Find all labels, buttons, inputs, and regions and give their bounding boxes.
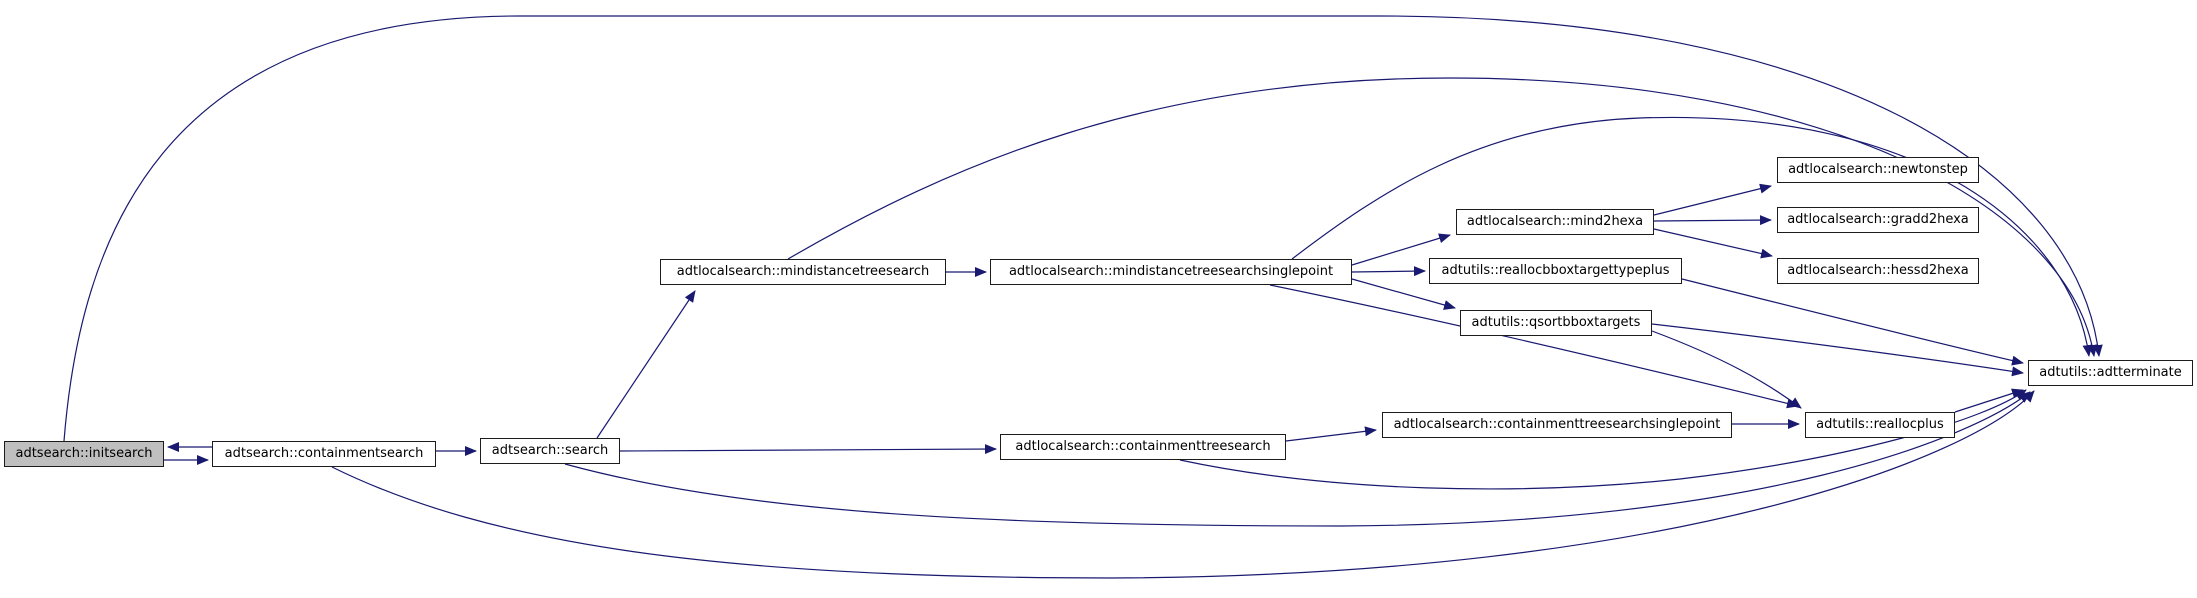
node-reallocplus[interactable]: adtutils::reallocplus [1805, 412, 1955, 438]
edge-reallocbboxtargettypeplus-to-adtterminate [1681, 278, 2024, 366]
node-containmentsearch[interactable]: adtsearch::containmentsearch [212, 441, 436, 467]
node-newtonstep[interactable]: adtlocalsearch::newtonstep [1777, 157, 1979, 183]
edge-search-to-mindistancetreesearch [596, 290, 696, 439]
edge-qsortbboxtargets-to-reallocplus [1651, 330, 1802, 409]
node-adtterminate[interactable]: adtutils::adtterminate [2028, 360, 2193, 386]
edge-containmenttreesearch-to-adtterminate [1179, 389, 2027, 490]
node-hessd2hexa[interactable]: adtlocalsearch::hessd2hexa [1777, 258, 1979, 284]
edge-containmenttreesearch-to-containmenttreesearchsinglepoint [1285, 426, 1377, 442]
node-search[interactable]: adtsearch::search [480, 438, 620, 464]
edge-mindistancetreesearch-to-adtterminate [787, 77, 2098, 357]
node-initsearch[interactable]: adtsearch::initsearch [4, 441, 164, 467]
edge-qsortbboxtargets-to-adtterminate [1651, 323, 2024, 377]
edge-mindistancetreesearchsinglepoint-to-reallocbboxtargettypeplus [1351, 266, 1426, 277]
node-containmenttreesearch[interactable]: adtlocalsearch::containmenttreesearch [1000, 434, 1286, 460]
node-mindistancetreesearch[interactable]: adtlocalsearch::mindistancetreesearch [660, 259, 946, 285]
edge-mindistancetreesearchsinglepoint-to-qsortbboxtargets [1351, 278, 1456, 310]
edge-search-to-containmenttreesearch [619, 444, 997, 455]
edge-mindistancetreesearchsinglepoint-to-reallocplus [1269, 284, 1799, 409]
node-containmenttreesearchsinglepoint[interactable]: adtlocalsearch::containmenttreesearchsin… [1382, 412, 1732, 438]
node-gradd2hexa[interactable]: adtlocalsearch::gradd2hexa [1777, 207, 1979, 233]
node-qsortbboxtargets[interactable]: adtutils::qsortbboxtargets [1460, 310, 1652, 336]
edge-reallocplus-to-adtterminate [1954, 388, 2024, 413]
edge-search-to-adtterminate [564, 391, 2031, 527]
edge-mindistancetreesearchsinglepoint-to-mind2hexa [1351, 233, 1451, 266]
node-mindistancetreesearchsinglepoint[interactable]: adtlocalsearch::mindistancetreesearchsin… [990, 259, 1352, 285]
edge-mind2hexa-to-gradd2hexa [1653, 215, 1772, 226]
edge-mindistancetreesearchsinglepoint-to-adtterminate [1291, 116, 2093, 357]
edge-initsearch-to-adtterminate [63, 15, 2103, 442]
node-reallocbboxtargettypeplus[interactable]: adtutils::reallocbboxtargettypeplus [1429, 258, 1682, 284]
edge-mind2hexa-to-newtonstep [1653, 183, 1772, 216]
edge-containmentsearch-to-adtterminate [331, 390, 2035, 579]
node-mind2hexa[interactable]: adtlocalsearch::mind2hexa [1456, 209, 1654, 235]
edge-mind2hexa-to-hessd2hexa [1653, 228, 1773, 259]
